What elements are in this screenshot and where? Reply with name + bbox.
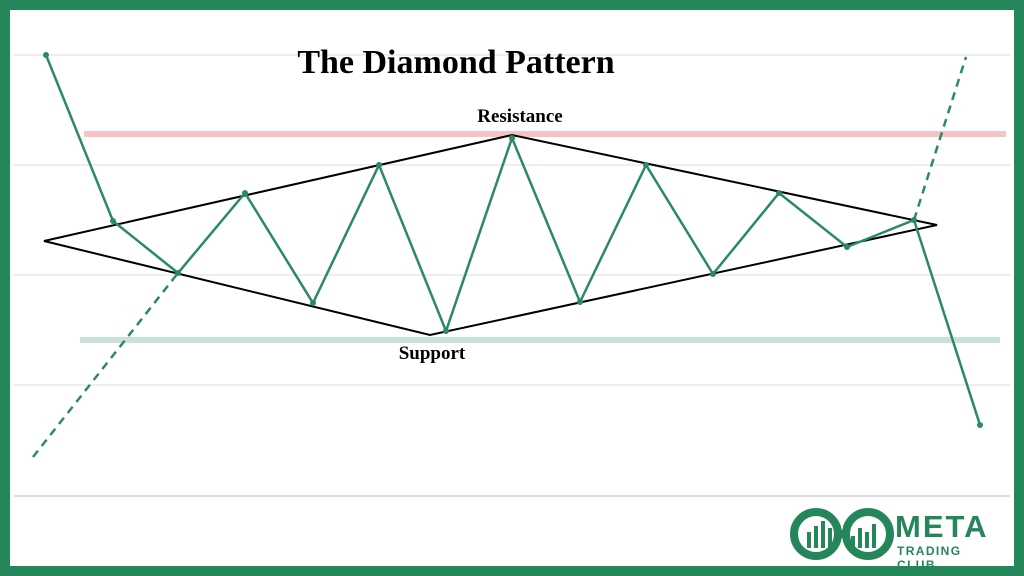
meta-trading-club-logo: META TRADING CLUB: [783, 500, 1005, 572]
price-point: [310, 300, 316, 306]
price-point: [242, 190, 248, 196]
price-point: [175, 270, 181, 276]
support-label: Support: [398, 343, 466, 364]
price-point: [577, 299, 583, 305]
price-point: [43, 52, 49, 58]
resistance-label: Resistance: [477, 106, 563, 127]
price-point: [376, 162, 382, 168]
price-points: [43, 52, 983, 428]
price-point: [710, 271, 716, 277]
logo-wordmark: META: [895, 509, 989, 544]
entry-trend-dashed-line: [32, 272, 179, 458]
price-point: [977, 422, 983, 428]
infinity-chart-icon: [790, 508, 894, 560]
price-point: [911, 217, 917, 223]
price-point: [110, 218, 116, 224]
price-point: [509, 135, 515, 141]
diagram-title: The Diamond Pattern: [297, 44, 615, 81]
diamond-outline: [43, 133, 938, 337]
price-point: [776, 190, 782, 196]
price-point: [643, 162, 649, 168]
price-point: [844, 244, 850, 250]
logo-subtitle: TRADING CLUB: [897, 544, 962, 572]
price-point: [443, 328, 449, 334]
breakout-dashed-line: [912, 56, 968, 221]
